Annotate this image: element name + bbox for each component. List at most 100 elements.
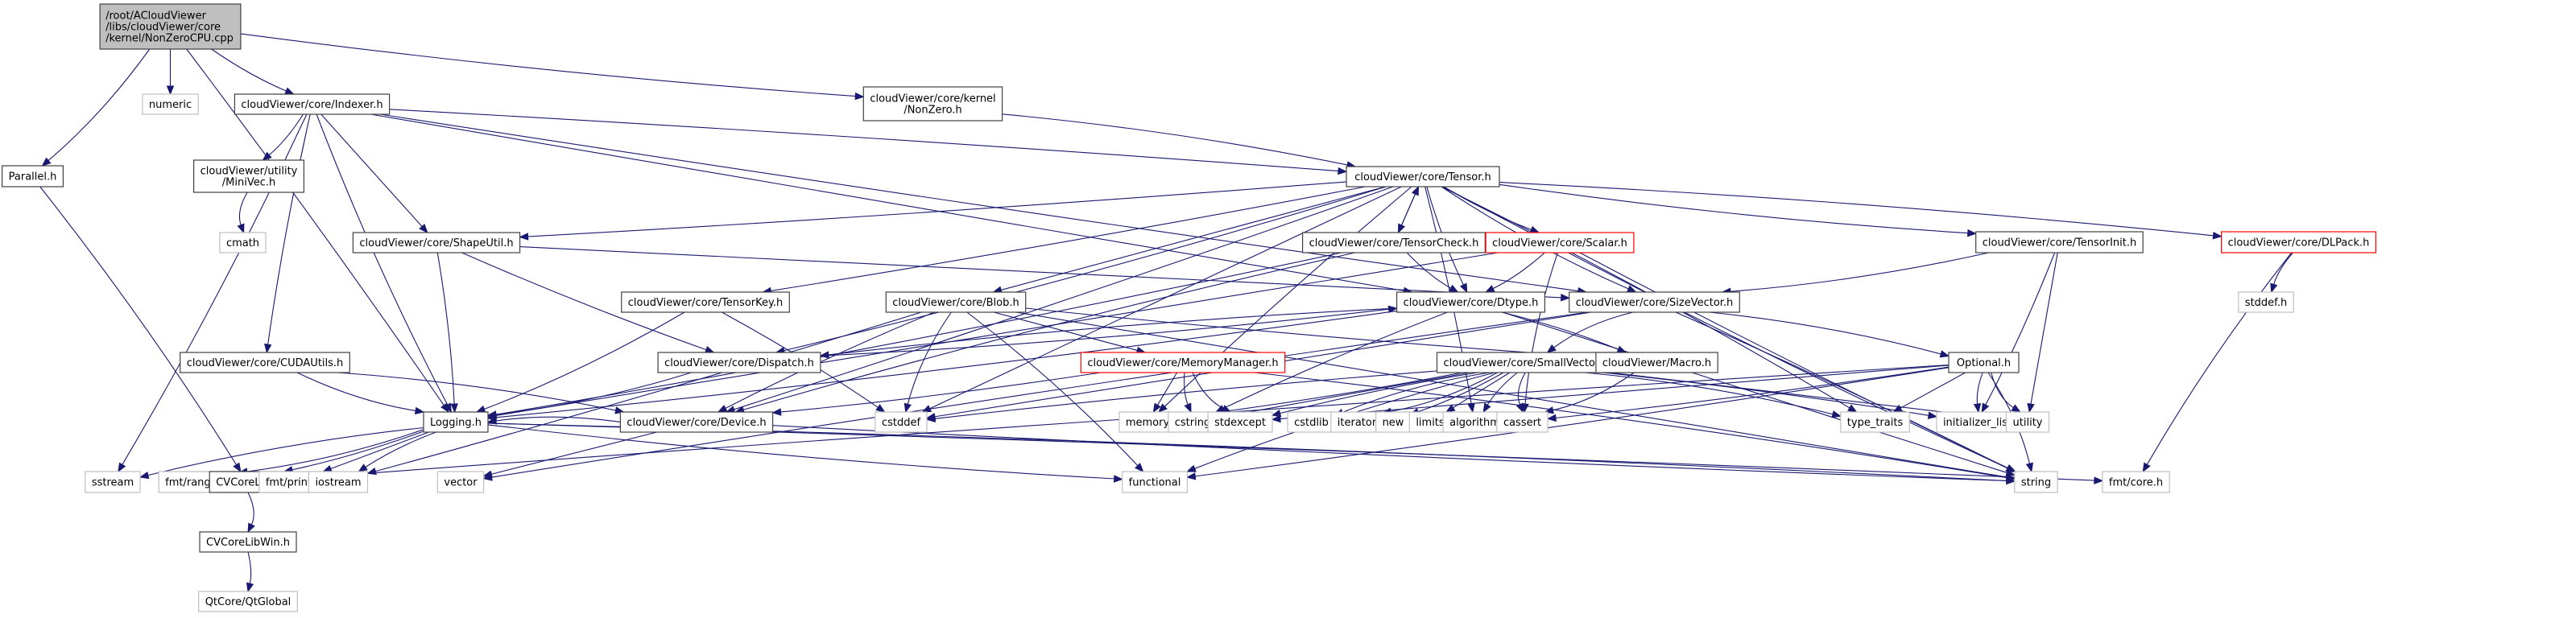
- edge-logging-to-sstream: [139, 426, 424, 480]
- edge-indexer-to-logging: [316, 113, 453, 414]
- node-iterator: iterator: [1330, 411, 1383, 433]
- arrowhead-icon: [1186, 464, 1197, 472]
- arrowhead-icon: [704, 346, 715, 353]
- arrowhead-icon: [2011, 404, 2021, 413]
- edge-line: [1025, 307, 1589, 357]
- edge-line: [1492, 252, 1545, 290]
- edge-memorymanager-to-cstring: [1184, 372, 1192, 414]
- node-dtype[interactable]: cloudViewer/core/Dtype.h: [1396, 291, 1545, 313]
- edge-line: [2146, 252, 2293, 466]
- node-dlpack[interactable]: cloudViewer/core/DLPack.h: [2221, 231, 2377, 253]
- node-shapeutil[interactable]: cloudViewer/core/ShapeUtil.h: [352, 232, 521, 253]
- edge-line: [1397, 192, 1416, 233]
- node-label: cloudViewer/core/Tensor.h: [1354, 171, 1491, 183]
- node-label: type_traits: [1847, 417, 1904, 429]
- edge-line: [267, 113, 311, 346]
- node-minivec[interactable]: cloudViewer/utility/MiniVec.h: [193, 159, 305, 193]
- node-label: memory: [1126, 417, 1170, 429]
- arrowhead-icon: [1338, 167, 1348, 175]
- edge-line: [1000, 186, 1386, 291]
- edge-line: [1709, 311, 1942, 355]
- edge-tensor-to-device: [725, 186, 1394, 414]
- edge-line: [1416, 372, 1504, 413]
- node-box: [621, 291, 790, 313]
- edge-line: [770, 186, 1366, 292]
- node-label: cloudViewer/core/Dtype.h: [1404, 297, 1539, 309]
- edge-line: [320, 113, 424, 228]
- node-label: functional: [1129, 477, 1181, 489]
- node-box: [1301, 232, 1486, 253]
- edge-tensorinit-to-utility: [2027, 252, 2058, 414]
- edge-line: [329, 431, 429, 470]
- node-root[interactable]: /root/ACloudViewer/libs/cloudViewer/core…: [99, 3, 242, 50]
- edge-blob-to-cstddef: [903, 311, 952, 414]
- node-tensor[interactable]: cloudViewer/core/Tensor.h: [1346, 166, 1500, 187]
- node-label: sstream: [92, 477, 134, 489]
- edge-line: [1517, 372, 1526, 406]
- node-tensorkey[interactable]: cloudViewer/core/TensorKey.h: [621, 291, 790, 313]
- edge-blob-to-iostream: [366, 311, 922, 476]
- edge-line: [370, 113, 1405, 292]
- node-smallvector[interactable]: cloudViewer/core/SmallVector.h: [1436, 352, 1616, 373]
- edge-line: [1156, 372, 1178, 406]
- edge-tensorkey-to-logging: [475, 311, 685, 413]
- arrowhead-icon: [139, 471, 150, 480]
- node-box: [1485, 232, 1635, 253]
- node-qtglobal: QtCore/QtGlobal: [198, 591, 298, 612]
- edge-line: [1675, 311, 2009, 469]
- edge-line: [247, 551, 252, 585]
- node-tensorinit[interactable]: cloudViewer/core/TensorInit.h: [1975, 231, 2144, 253]
- node-sizevector[interactable]: cloudViewer/core/SizeVector.h: [1569, 291, 1740, 313]
- edge-scalar-to-cassert: [1521, 252, 1558, 414]
- node-indexer[interactable]: cloudViewer/core/Indexer.h: [234, 93, 391, 115]
- edge-line: [494, 372, 692, 415]
- node-box: [862, 86, 1003, 122]
- edge-smallvector-to-cstddef: [925, 370, 1437, 422]
- node-box: [234, 93, 391, 115]
- edge-smallvector-to-cassert: [1515, 372, 1526, 414]
- node-label: cstdlib: [1294, 417, 1329, 429]
- node-logging[interactable]: Logging.h: [423, 411, 489, 433]
- node-label: cloudViewer/utility: [201, 166, 298, 178]
- node-layer: /root/ACloudViewer/libs/cloudViewer/core…: [1, 3, 2377, 612]
- node-blob[interactable]: cloudViewer/core/Blob.h: [885, 291, 1027, 313]
- node-box: [352, 232, 521, 253]
- node-parallel[interactable]: Parallel.h: [1, 165, 64, 187]
- edge-line: [268, 113, 304, 156]
- edge-line: [374, 311, 922, 472]
- node-optional[interactable]: Optional.h: [1948, 352, 2020, 373]
- node-cudautils[interactable]: cloudViewer/core/CUDAUtils.h: [180, 352, 350, 373]
- node-cvcorelibwin[interactable]: CVCoreLibWin.h: [199, 531, 297, 553]
- edge-line: [1184, 372, 1189, 406]
- node-scalar[interactable]: cloudViewer/core/Scalar.h: [1485, 232, 1635, 253]
- edge-optional-to-type_traits: [1892, 372, 1966, 413]
- arrowhead-icon: [264, 343, 272, 354]
- node-cstddef: cstddef: [875, 411, 928, 433]
- node-memorymanager[interactable]: cloudViewer/core/MemoryManager.h: [1080, 352, 1286, 373]
- arrowhead-icon: [237, 223, 245, 234]
- node-tensorcheck[interactable]: cloudViewer/core/TensorCheck.h: [1301, 232, 1486, 253]
- edge-logging-to-iostream: [358, 431, 436, 472]
- node-cassert: cassert: [1496, 411, 1548, 433]
- node-vector: vector: [436, 471, 485, 493]
- edge-line: [147, 426, 424, 476]
- arrowhead-icon: [1927, 411, 1938, 419]
- arrowhead-icon: [247, 522, 255, 534]
- node-algorithm: algorithm: [1442, 411, 1507, 433]
- node-nonzero[interactable]: cloudViewer/core/kernel/NonZero.h: [862, 86, 1003, 122]
- node-device[interactable]: cloudViewer/core/Device.h: [619, 411, 774, 433]
- node-dispatch[interactable]: cloudViewer/core/Dispatch.h: [657, 352, 821, 373]
- node-label: initializer_list: [1943, 417, 2012, 429]
- node-macro[interactable]: cloudViewer/Macro.h: [1595, 352, 1718, 373]
- edge-line: [907, 311, 952, 406]
- edge-logging-to-fmt_printf: [322, 431, 429, 472]
- node-label: cloudViewer/core/Indexer.h: [241, 99, 382, 111]
- edge-line: [2272, 252, 2293, 286]
- node-label: CVCoreLibWin.h: [206, 537, 290, 549]
- node-label: cloudViewer/core/Dispatch.h: [664, 357, 814, 369]
- edge-line: [1499, 183, 1969, 234]
- edge-line: [1164, 186, 1412, 408]
- edge-line: [296, 372, 417, 412]
- node-label: algorithm: [1449, 417, 1500, 429]
- arrowhead-icon: [1445, 404, 1456, 413]
